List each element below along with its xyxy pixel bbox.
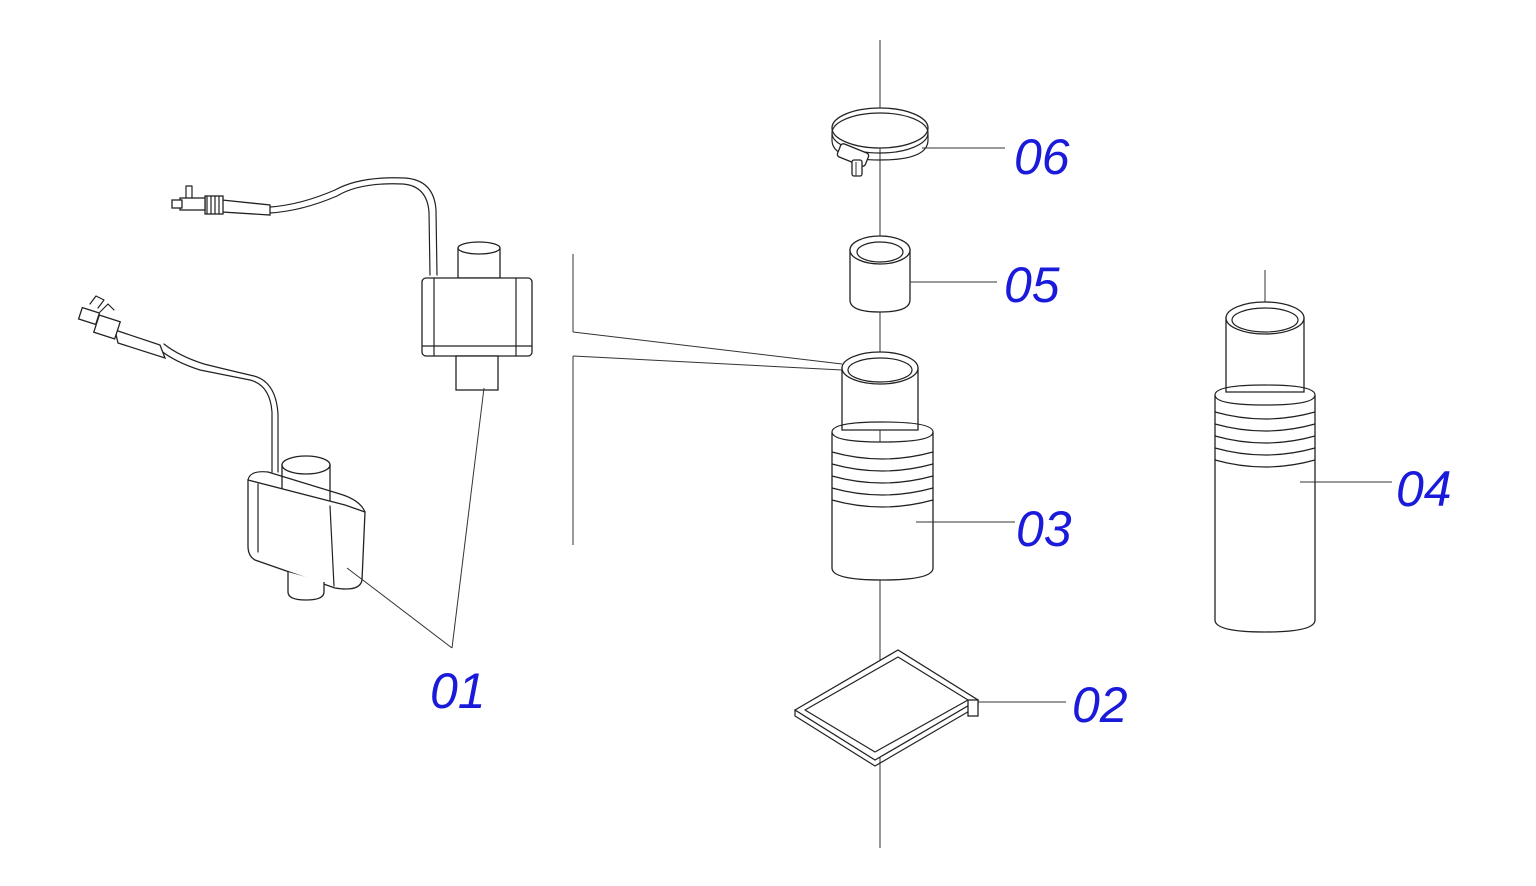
guide-lines [572,254,843,545]
callout-01: 01 [430,663,486,719]
part-01-sensor-upper [171,177,533,391]
part-01-sensor-lower [77,295,366,601]
callout-02: 02 [1072,677,1128,733]
part-04-long-adapter [1214,270,1316,633]
callout-04: 04 [1396,461,1452,517]
part-02-gasket-plate [793,649,980,767]
part-03-threaded-adapter [831,351,934,581]
callout-06: 06 [1014,129,1070,185]
callout-05: 05 [1004,257,1060,313]
part-06-hose-clamp [831,107,929,177]
leader-lines [346,147,1392,703]
callout-03: 03 [1016,501,1072,557]
part-05-coupling-sleeve [849,235,911,313]
